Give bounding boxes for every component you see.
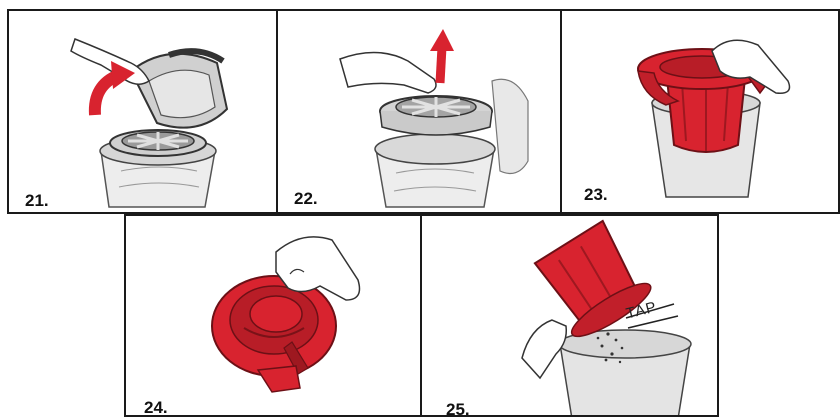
step-panel-24: 24. [124,214,422,417]
step-number-label: 21. [25,191,49,211]
filter-lift-illustration-icon [278,11,562,214]
step-panel-25: TAP 25. [420,214,719,417]
step-number-label: 23. [584,185,608,205]
step-panel-21: 21. [7,9,278,214]
step-number-label: 22. [294,189,318,209]
cyclone-detach-illustration-icon [126,216,422,417]
lid-lift-illustration-icon [9,11,278,214]
step-panel-23: 23. [560,9,840,214]
cyclone-remove-illustration-icon [562,11,840,214]
tap-empty-illustration-icon [422,216,719,417]
step-number-label: 24. [144,398,168,417]
step-number-label: 25. [446,400,470,417]
step-panel-22: 22. [276,9,562,214]
